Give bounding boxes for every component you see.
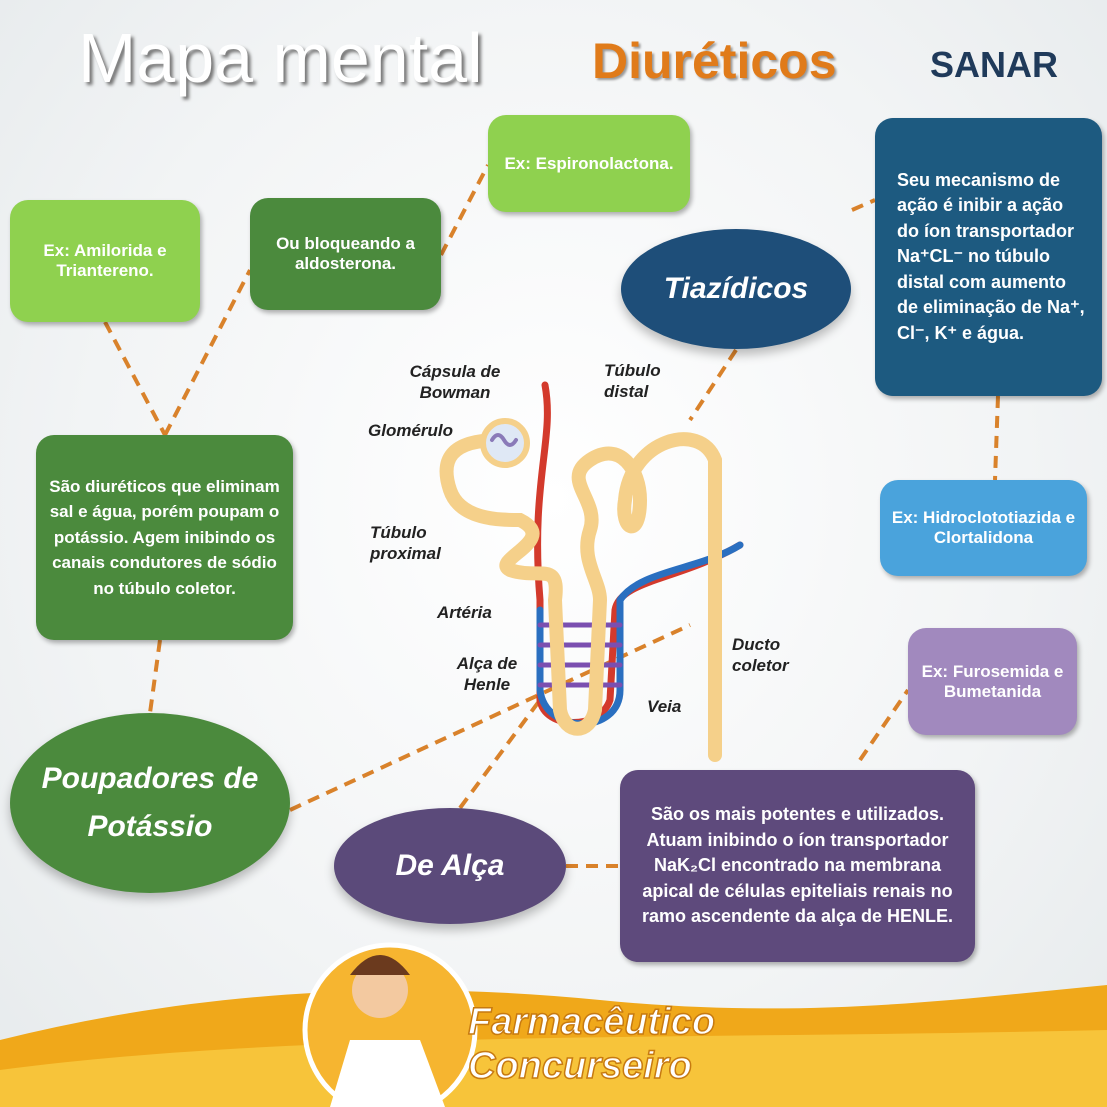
label-tubulo-distal: Túbulo distal: [604, 361, 661, 401]
tubule: [439, 432, 722, 762]
espironolactona-box: Ex: Espironolactona.: [488, 115, 690, 212]
tiazidicos-description: Seu mecanismo de ação é inibir a ação do…: [875, 118, 1102, 396]
poupadores-description: São diuréticos que eliminam sal e água, …: [36, 435, 293, 640]
footer-brand: Farmacêutico Concurseiro: [467, 1000, 716, 1088]
amilorida-box: Ex: Amilorida e Triantereno.: [10, 200, 200, 322]
alca-example: Ex: Furosemida e Bumetanida: [908, 628, 1077, 735]
alca-description: São os mais potentes e utilizados. Atuam…: [620, 770, 975, 962]
label-arteria: Artéria: [437, 603, 492, 622]
brand-line-2: Concurseiro: [467, 1044, 692, 1088]
sanar-logo: SANAR: [930, 44, 1059, 85]
label-alca-henle: Alça de Henle: [456, 654, 518, 694]
brand-line-1: Farmacêutico: [467, 1000, 716, 1044]
label-capsula: Cápsula de Bowman: [409, 362, 501, 402]
label-ducto-coletor: Ducto coletor: [732, 635, 789, 675]
label-veia: Veia: [647, 697, 682, 716]
aldosterona-box: Ou bloqueando a aldosterona.: [250, 198, 441, 310]
nephron-illustration: [439, 381, 744, 762]
label-tubulo-proximal: Túbulo proximal: [370, 523, 441, 563]
poupadores-node: Poupadores de Potássio: [10, 713, 290, 893]
alca-node: De Alça: [334, 808, 566, 924]
page-subtitle: Diuréticos: [592, 33, 837, 89]
page-title: Mapa mental: [78, 19, 483, 97]
footer-wave: [0, 942, 1107, 1107]
tiazidicos-node: Tiazídicos: [621, 229, 851, 349]
tiazidicos-example: Ex: Hidroclototiazida e Clortalidona: [880, 480, 1087, 576]
label-glomerulo: Glomérulo: [368, 421, 454, 440]
